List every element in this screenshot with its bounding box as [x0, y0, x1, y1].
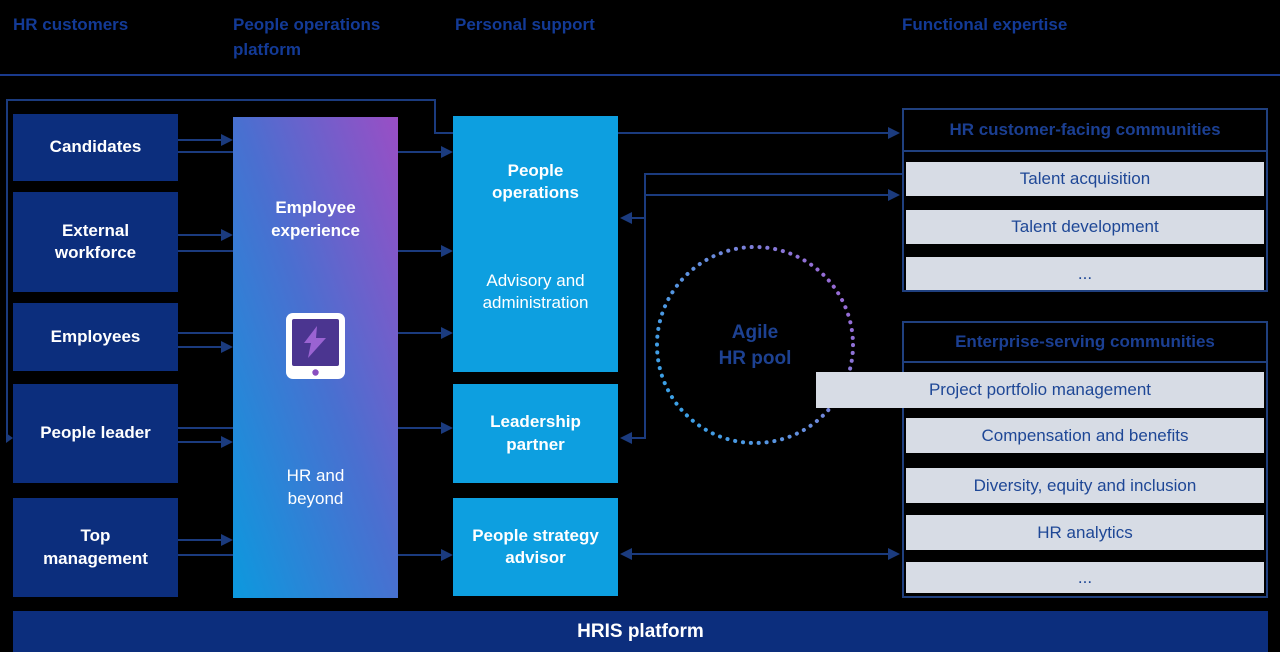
column-header-personal-support: Personal support — [455, 15, 595, 34]
community-row-hr-analytics: HR analytics — [906, 515, 1264, 550]
community-row-project-portfolio-management: Project portfolio management — [816, 372, 1264, 408]
agile-hr-pool-label: Agile HR pool — [718, 322, 792, 369]
support-communities-connector — [644, 173, 902, 439]
tablet-lightning-icon — [286, 313, 345, 379]
leadership-partner-box: Leadership partner — [453, 384, 618, 483]
community-row-ellipsis-top: ... — [906, 257, 1264, 290]
column-header-hr-customers: HR customers — [13, 15, 129, 34]
people-strategy-advisor-box: People strategy advisor — [453, 498, 618, 596]
hris-platform-bar: HRIS platform — [13, 611, 1268, 652]
employee-experience-box: Employee experience HR and beyond — [233, 117, 398, 598]
people-operations-subtitle: Advisory and administration — [482, 271, 589, 313]
customer-box-employees: Employees — [13, 303, 178, 371]
hr-customer-facing-communities-box: HR customer-facing communities — [902, 108, 1268, 292]
community-row-talent-development: Talent development — [906, 210, 1264, 244]
employee-experience-subtitle: HR and beyond — [286, 466, 345, 508]
enterprise-serving-communities-box: Enterprise-serving communities — [902, 321, 1268, 598]
agile-pool-dotted-circle — [655, 245, 855, 445]
customer-box-top-management: Top management — [13, 498, 178, 597]
enterprise-serving-communities-title: Enterprise-serving communities — [904, 323, 1266, 363]
column-header-functional-expertise: Functional expertise — [902, 15, 1068, 34]
hr-customer-facing-communities-title: HR customer-facing communities — [904, 110, 1266, 152]
customer-box-external-workforce: External workforce — [13, 192, 178, 292]
community-row-diversity-equity-inclusion: Diversity, equity and inclusion — [906, 468, 1264, 503]
employee-experience-title: Employee experience — [271, 198, 360, 240]
community-row-ellipsis-bottom: ... — [906, 562, 1264, 593]
header-divider — [0, 74, 1280, 76]
arrowheads — [6, 127, 900, 561]
people-operations-box: People operations Advisory and administr… — [453, 116, 618, 372]
column-header-people-ops-platform: People operations platform — [233, 15, 381, 59]
customer-box-candidates: Candidates — [13, 114, 178, 181]
customer-box-people-leader: People leader — [13, 384, 178, 483]
community-row-compensation-benefits: Compensation and benefits — [906, 418, 1264, 453]
people-operations-title: People operations — [492, 161, 579, 203]
community-row-talent-acquisition: Talent acquisition — [906, 162, 1264, 196]
